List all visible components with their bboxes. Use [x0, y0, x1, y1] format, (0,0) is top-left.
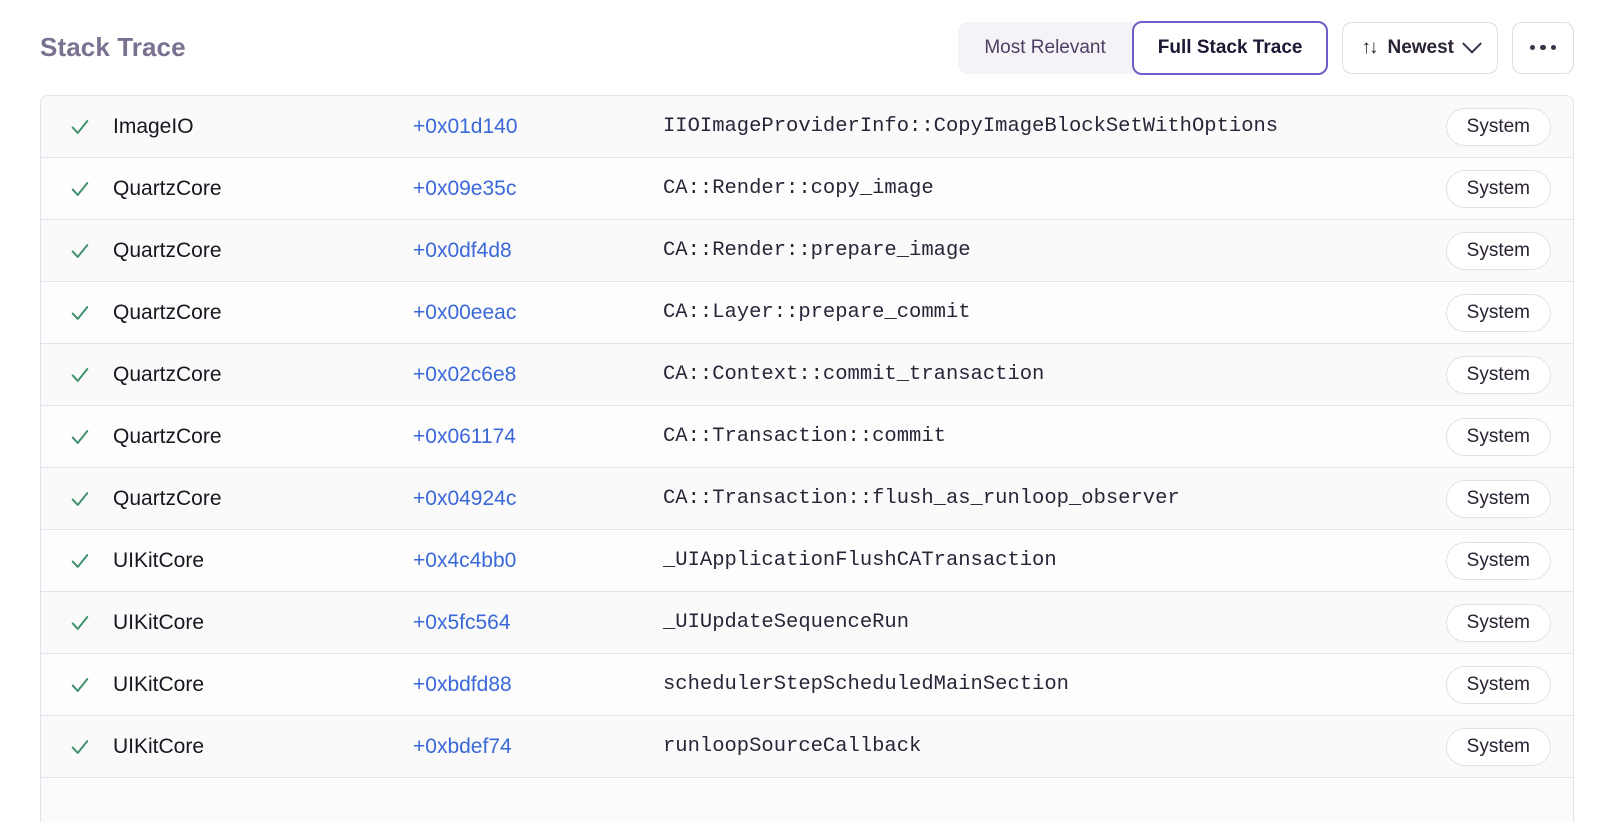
table-row[interactable]: QuartzCore +0x09e35c CA::Render::copy_imag…: [41, 158, 1573, 220]
page-title: Stack Trace: [40, 32, 186, 62]
frame-offset-link[interactable]: +0x00eeac: [413, 300, 517, 324]
frame-badge-cell: System: [1445, 417, 1551, 456]
frame-status: [69, 116, 113, 138]
frame-function: CA::Context::commit_transaction: [663, 362, 1045, 386]
frame-module: QuartzCore: [113, 238, 222, 262]
frame-status: [69, 240, 113, 262]
table-row[interactable]: UIKitCore +0xbdfd88 schedulerStepScheduled…: [41, 654, 1573, 716]
table-row[interactable]: QuartzCore +0x00eeac CA::Layer::prepare_co…: [41, 282, 1573, 344]
table-row[interactable]: QuartzCore +0x0df4d8 CA::Render::prepare_i…: [41, 220, 1573, 282]
frame-function: IIOImageProviderInfo::CopyImageBlockSetW…: [663, 114, 1279, 138]
frame-module: QuartzCore: [113, 300, 222, 324]
status-badge: System: [1445, 231, 1551, 270]
frame-module: QuartzCore: [113, 424, 222, 448]
table-row[interactable]: QuartzCore +0x02c6e8 CA::Context::commit_t…: [41, 344, 1573, 406]
frame-status: [69, 178, 113, 200]
frame-status: [69, 488, 113, 510]
frame-offset-link[interactable]: +0xbdef74: [413, 734, 512, 758]
table-row[interactable]: ImageIO +0x01d140 IIOImageProviderInfo::Co…: [41, 96, 1573, 158]
frame-offset-link[interactable]: +0x4c4bb0: [413, 548, 517, 572]
frame-badge-cell: System: [1445, 479, 1551, 518]
status-badge: System: [1445, 541, 1551, 580]
frame-function: CA::Transaction::flush_as_runloop_observ…: [663, 486, 1180, 510]
status-badge: System: [1445, 665, 1551, 704]
ellipsis-icon: [1529, 44, 1557, 51]
frame-function: _UIApplicationFlushCATransaction: [663, 548, 1057, 572]
frame-module: QuartzCore: [113, 362, 222, 386]
table-row[interactable]: QuartzCore +0x061174 CA::Transaction::comm…: [41, 406, 1573, 468]
frame-badge-cell: System: [1445, 727, 1551, 766]
frame-badge-cell: System: [1445, 169, 1551, 208]
sort-icon: ↑↓: [1361, 37, 1378, 58]
tab-most-relevant[interactable]: Most Relevant: [958, 22, 1131, 74]
table-row[interactable]: QuartzCore +0x04924c CA::Transaction::flus…: [41, 468, 1573, 530]
frame-function: runloopSourceCallback: [663, 734, 922, 758]
status-badge: System: [1445, 727, 1551, 766]
frame-status: [69, 426, 113, 448]
header-actions: Most Relevant Full Stack Trace ↑↓ Newest: [958, 20, 1574, 75]
frame-function: CA::Render::copy_image: [663, 176, 934, 200]
frame-function: schedulerStepScheduledMainSection: [663, 672, 1069, 696]
status-badge: System: [1445, 355, 1551, 394]
status-badge: System: [1445, 603, 1551, 642]
frame-badge-cell: System: [1445, 107, 1551, 146]
frame-badge-cell: System: [1445, 293, 1551, 332]
table-row[interactable]: UIKitCore +0x4c4bb0 _UIApplicationFlushCAT…: [41, 530, 1573, 592]
frame-module: QuartzCore: [113, 486, 222, 510]
status-badge: System: [1445, 293, 1551, 332]
frame-offset-link[interactable]: +0x0df4d8: [413, 238, 512, 262]
frame-module: ImageIO: [113, 114, 194, 138]
frame-offset-link[interactable]: +0xbdfd88: [413, 672, 512, 696]
frame-offset-link[interactable]: +0x061174: [413, 424, 516, 448]
frame-badge-cell: System: [1445, 541, 1551, 580]
frame-status: [69, 612, 113, 634]
frame-offset-link[interactable]: +0x5fc564: [413, 610, 511, 634]
frame-offset-link[interactable]: +0x02c6e8: [413, 362, 517, 386]
status-badge: System: [1445, 417, 1551, 456]
stack-frame-table: ImageIO +0x01d140 IIOImageProviderInfo::Co…: [40, 95, 1574, 822]
frame-status: [69, 302, 113, 324]
frame-status: [69, 736, 113, 758]
table-row[interactable]: UIKitCore +0x5fc564 _UIUpdateSequenceRun Sy…: [41, 592, 1573, 654]
frame-badge-cell: System: [1445, 665, 1551, 704]
frame-status: [69, 550, 113, 572]
frame-badge-cell: System: [1445, 231, 1551, 270]
frame-status: [69, 364, 113, 386]
panel-header: Stack Trace Most Relevant Full Stack Tra…: [40, 0, 1574, 95]
status-badge: System: [1445, 169, 1551, 208]
sort-dropdown[interactable]: ↑↓ Newest: [1342, 21, 1498, 74]
frame-function: CA::Transaction::commit: [663, 424, 946, 448]
more-options-button[interactable]: [1512, 21, 1574, 74]
sort-label: Newest: [1387, 36, 1454, 58]
frame-badge-cell: System: [1445, 603, 1551, 642]
frame-offset-link[interactable]: +0x04924c: [413, 486, 517, 510]
frame-module: UIKitCore: [113, 548, 205, 572]
status-badge: System: [1445, 107, 1551, 146]
frame-offset-link[interactable]: +0x01d140: [413, 114, 518, 138]
frame-function: CA::Layer::prepare_commit: [663, 300, 971, 324]
frame-module: UIKitCore: [113, 610, 205, 634]
stack-trace-view-toggle[interactable]: Most Relevant Full Stack Trace: [958, 20, 1329, 75]
frame-module: QuartzCore: [113, 176, 222, 200]
frame-offset-link[interactable]: +0x09e35c: [413, 176, 517, 200]
frame-module: UIKitCore: [113, 734, 205, 758]
frame-status: [69, 674, 113, 696]
frame-function: CA::Render::prepare_image: [663, 238, 971, 262]
frame-badge-cell: System: [1445, 355, 1551, 394]
table-row[interactable]: UIKitCore +0xbdef74 runloopSourceCallback S…: [41, 716, 1573, 778]
tab-full-stack-trace[interactable]: Full Stack Trace: [1131, 20, 1329, 75]
chevron-down-icon: [1462, 33, 1482, 54]
status-badge: System: [1445, 479, 1551, 518]
frame-function: _UIUpdateSequenceRun: [663, 610, 910, 634]
frame-module: UIKitCore: [113, 672, 205, 696]
